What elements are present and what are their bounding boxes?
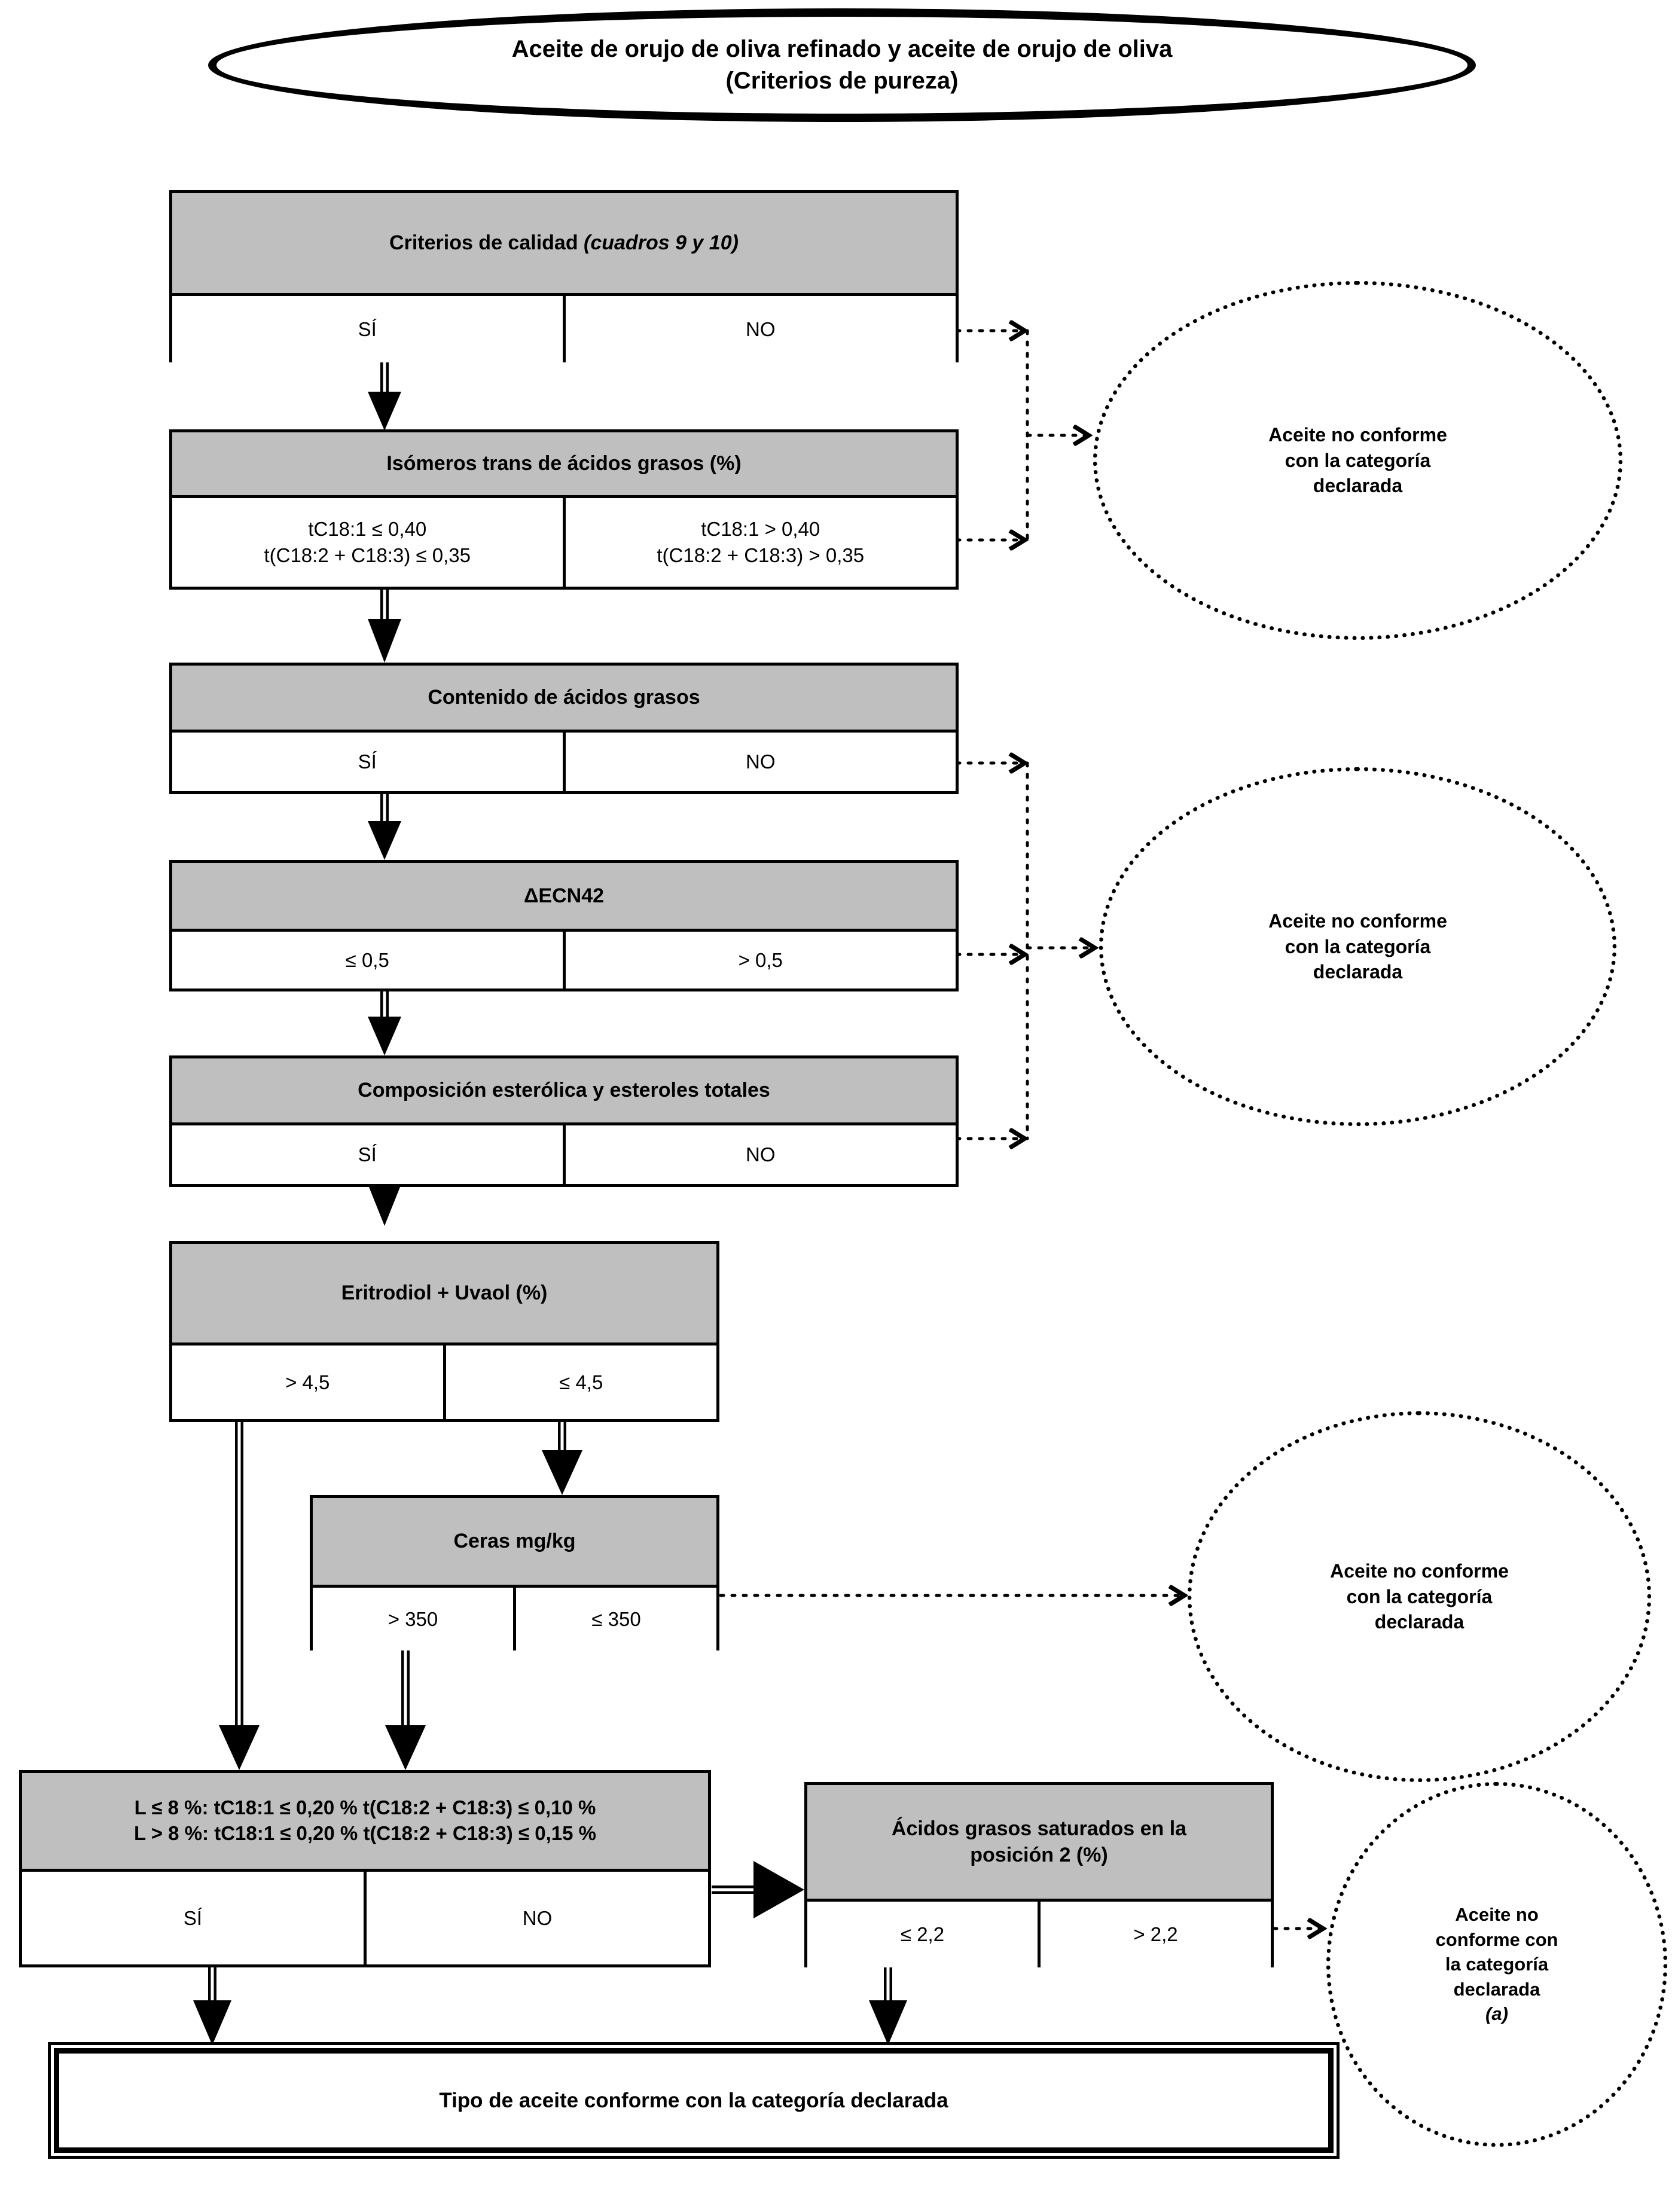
option-si[interactable]: SÍ [172, 296, 563, 362]
option-saturados-gt[interactable]: > 2,2 [1038, 1902, 1271, 1967]
outcome-reject-3-l2: con la categoría [1346, 1585, 1493, 1607]
outcome-reject-3-l1: Aceite no conforme [1330, 1560, 1509, 1582]
outcome-reject-4: Aceite no conforme con la categoría decl… [1326, 1782, 1667, 2147]
option-eritrodiol-gt[interactable]: > 4,5 [172, 1345, 443, 1419]
option-ecn42-pass[interactable]: ≤ 0,5 [172, 932, 563, 988]
outcome-reject-1-l1: Aceite no conforme [1268, 423, 1447, 446]
node-contenido-acidos-grasos[interactable]: Contenido de ácidos grasos SÍ NO [169, 663, 959, 794]
flow-ceras-left-to-trans2 [385, 1650, 426, 1770]
outcome-reject-1: Aceite no conforme con la categoría decl… [1093, 281, 1622, 640]
flow-trans2-to-saturados [712, 1861, 804, 1918]
node-header: Contenido de ácidos grasos [172, 666, 956, 733]
option-ecn42-fail[interactable]: > 0,5 [562, 932, 956, 988]
reject-branch-group-2 [955, 763, 1094, 1139]
outcome-reject-1-l2: con la categoría [1285, 449, 1431, 471]
outcome-reject-4-l4: declarada [1453, 1978, 1540, 2000]
option-ceras-le[interactable]: ≤ 350 [513, 1588, 716, 1650]
outcome-reject-3: Aceite no conforme con la categoría decl… [1188, 1411, 1651, 1782]
node-trans-limits-l[interactable]: L ≤ 8 %: tC18:1 ≤ 0,20 % t(C18:2 + C18:3… [19, 1770, 711, 1967]
node-delta-ecn42[interactable]: ΔECN42 ≤ 0,5 > 0,5 [169, 860, 959, 991]
outcome-reject-4-note: (a) [1485, 2003, 1508, 2025]
node-header-l1: Ácidos grasos saturados en la [891, 1817, 1187, 1840]
option-no[interactable]: NO [562, 296, 956, 362]
flow-calidad-to-trans [368, 361, 401, 431]
outcome-reject-4-l2: conforme con [1435, 1929, 1558, 1950]
chart-title-line1: Aceite de orujo de oliva refinado y acei… [511, 36, 1173, 63]
option-trans-pass[interactable]: tC18:1 ≤ 0,40 t(C18:2 + C18:3) ≤ 0,35 [172, 498, 563, 587]
flow-trans-to-contenido [368, 588, 401, 663]
option-si[interactable]: SÍ [172, 1125, 563, 1184]
outcome-accept: Tipo de aceite conforme con la categoría… [48, 2042, 1340, 2159]
node-header: Composición esterólica y esteroles total… [172, 1058, 956, 1125]
node-header: Ceras mg/kg [313, 1498, 716, 1588]
node-header: Isómeros trans de ácidos grasos (%) [172, 432, 956, 498]
node-header: ΔECN42 [172, 863, 956, 932]
option-no[interactable]: NO [364, 1872, 708, 1964]
node-header: Eritrodiol + Uvaol (%) [172, 1244, 716, 1345]
option-si[interactable]: SÍ [22, 1872, 364, 1964]
outcome-reject-2: Aceite no conforme con la categoría decl… [1099, 767, 1616, 1126]
node-header-l2: posición 2 (%) [970, 1844, 1108, 1866]
flow-saturados-to-final [869, 1967, 907, 2045]
node-isomeros-trans[interactable]: Isómeros trans de ácidos grasos (%) tC18… [169, 429, 959, 590]
reject-branch-group-1 [955, 331, 1088, 540]
outcome-reject-2-l1: Aceite no conforme [1268, 910, 1447, 932]
option-ceras-gt[interactable]: > 350 [313, 1588, 513, 1650]
node-header-l2: L > 8 %: tC18:1 ≤ 0,20 % t(C18:2 + C18:3… [134, 1822, 596, 1844]
node-composicion-esterolica[interactable]: Composición esterólica y esteroles total… [169, 1055, 959, 1187]
node-header: Criterios de calidad (cuadros 9 y 10) [172, 193, 956, 296]
option-trans-fail-l1: tC18:1 > 0,40 [701, 518, 820, 541]
outcome-reject-2-l3: declarada [1313, 961, 1403, 983]
option-trans-pass-l2: t(C18:2 + C18:3) ≤ 0,35 [264, 544, 471, 566]
flow-contenido-to-ecn42 [368, 792, 401, 860]
flow-ecn42-to-esteroles [368, 990, 401, 1055]
option-no[interactable]: NO [562, 733, 956, 791]
node-header: L ≤ 8 %: tC18:1 ≤ 0,20 % t(C18:2 + C18:3… [22, 1773, 708, 1872]
option-saturados-le[interactable]: ≤ 2,2 [807, 1902, 1038, 1967]
flow-trans2-to-final [193, 1967, 231, 2045]
node-ceras[interactable]: Ceras mg/kg > 350 ≤ 350 [310, 1495, 719, 1650]
outcome-reject-3-l3: declarada [1374, 1611, 1465, 1633]
chart-title-ellipse: Aceite de orujo de oliva refinado y acei… [208, 8, 1476, 122]
option-si[interactable]: SÍ [172, 733, 563, 791]
node-header-note: (cuadros 9 y 10) [584, 231, 739, 255]
outcome-reject-4-l3: la categoría [1445, 1954, 1549, 1975]
node-criterios-de-calidad[interactable]: Criterios de calidad (cuadros 9 y 10) SÍ… [169, 190, 959, 362]
option-trans-pass-l1: tC18:1 ≤ 0,40 [308, 518, 427, 541]
node-header-main: Criterios de calidad [389, 231, 578, 255]
option-no[interactable]: NO [562, 1125, 956, 1184]
outcome-reject-1-l3: declarada [1313, 475, 1403, 497]
flow-eritrodiol-right-to-ceras [542, 1422, 582, 1495]
outcome-accept-label: Tipo de aceite conforme con la categoría… [439, 2088, 948, 2112]
option-trans-fail-l2: t(C18:2 + C18:3) > 0,35 [657, 544, 865, 566]
flow-eritrodiol-left-to-trans2 [219, 1422, 260, 1770]
option-eritrodiol-le[interactable]: ≤ 4,5 [443, 1345, 716, 1419]
node-acidos-saturados-posicion-2[interactable]: Ácidos grasos saturados en la posición 2… [804, 1782, 1274, 1967]
node-eritrodiol-uvaol[interactable]: Eritrodiol + Uvaol (%) > 4,5 ≤ 4,5 [169, 1241, 719, 1422]
outcome-reject-2-l2: con la categoría [1285, 935, 1431, 957]
node-header-l1: L ≤ 8 %: tC18:1 ≤ 0,20 % t(C18:2 + C18:3… [134, 1796, 596, 1819]
option-trans-fail[interactable]: tC18:1 > 0,40 t(C18:2 + C18:3) > 0,35 [562, 498, 956, 587]
outcome-reject-4-l1: Aceite no [1455, 1904, 1539, 1926]
chart-title-line2: (Criterios de pureza) [725, 68, 959, 94]
node-header: Ácidos grasos saturados en la posición 2… [807, 1785, 1271, 1902]
